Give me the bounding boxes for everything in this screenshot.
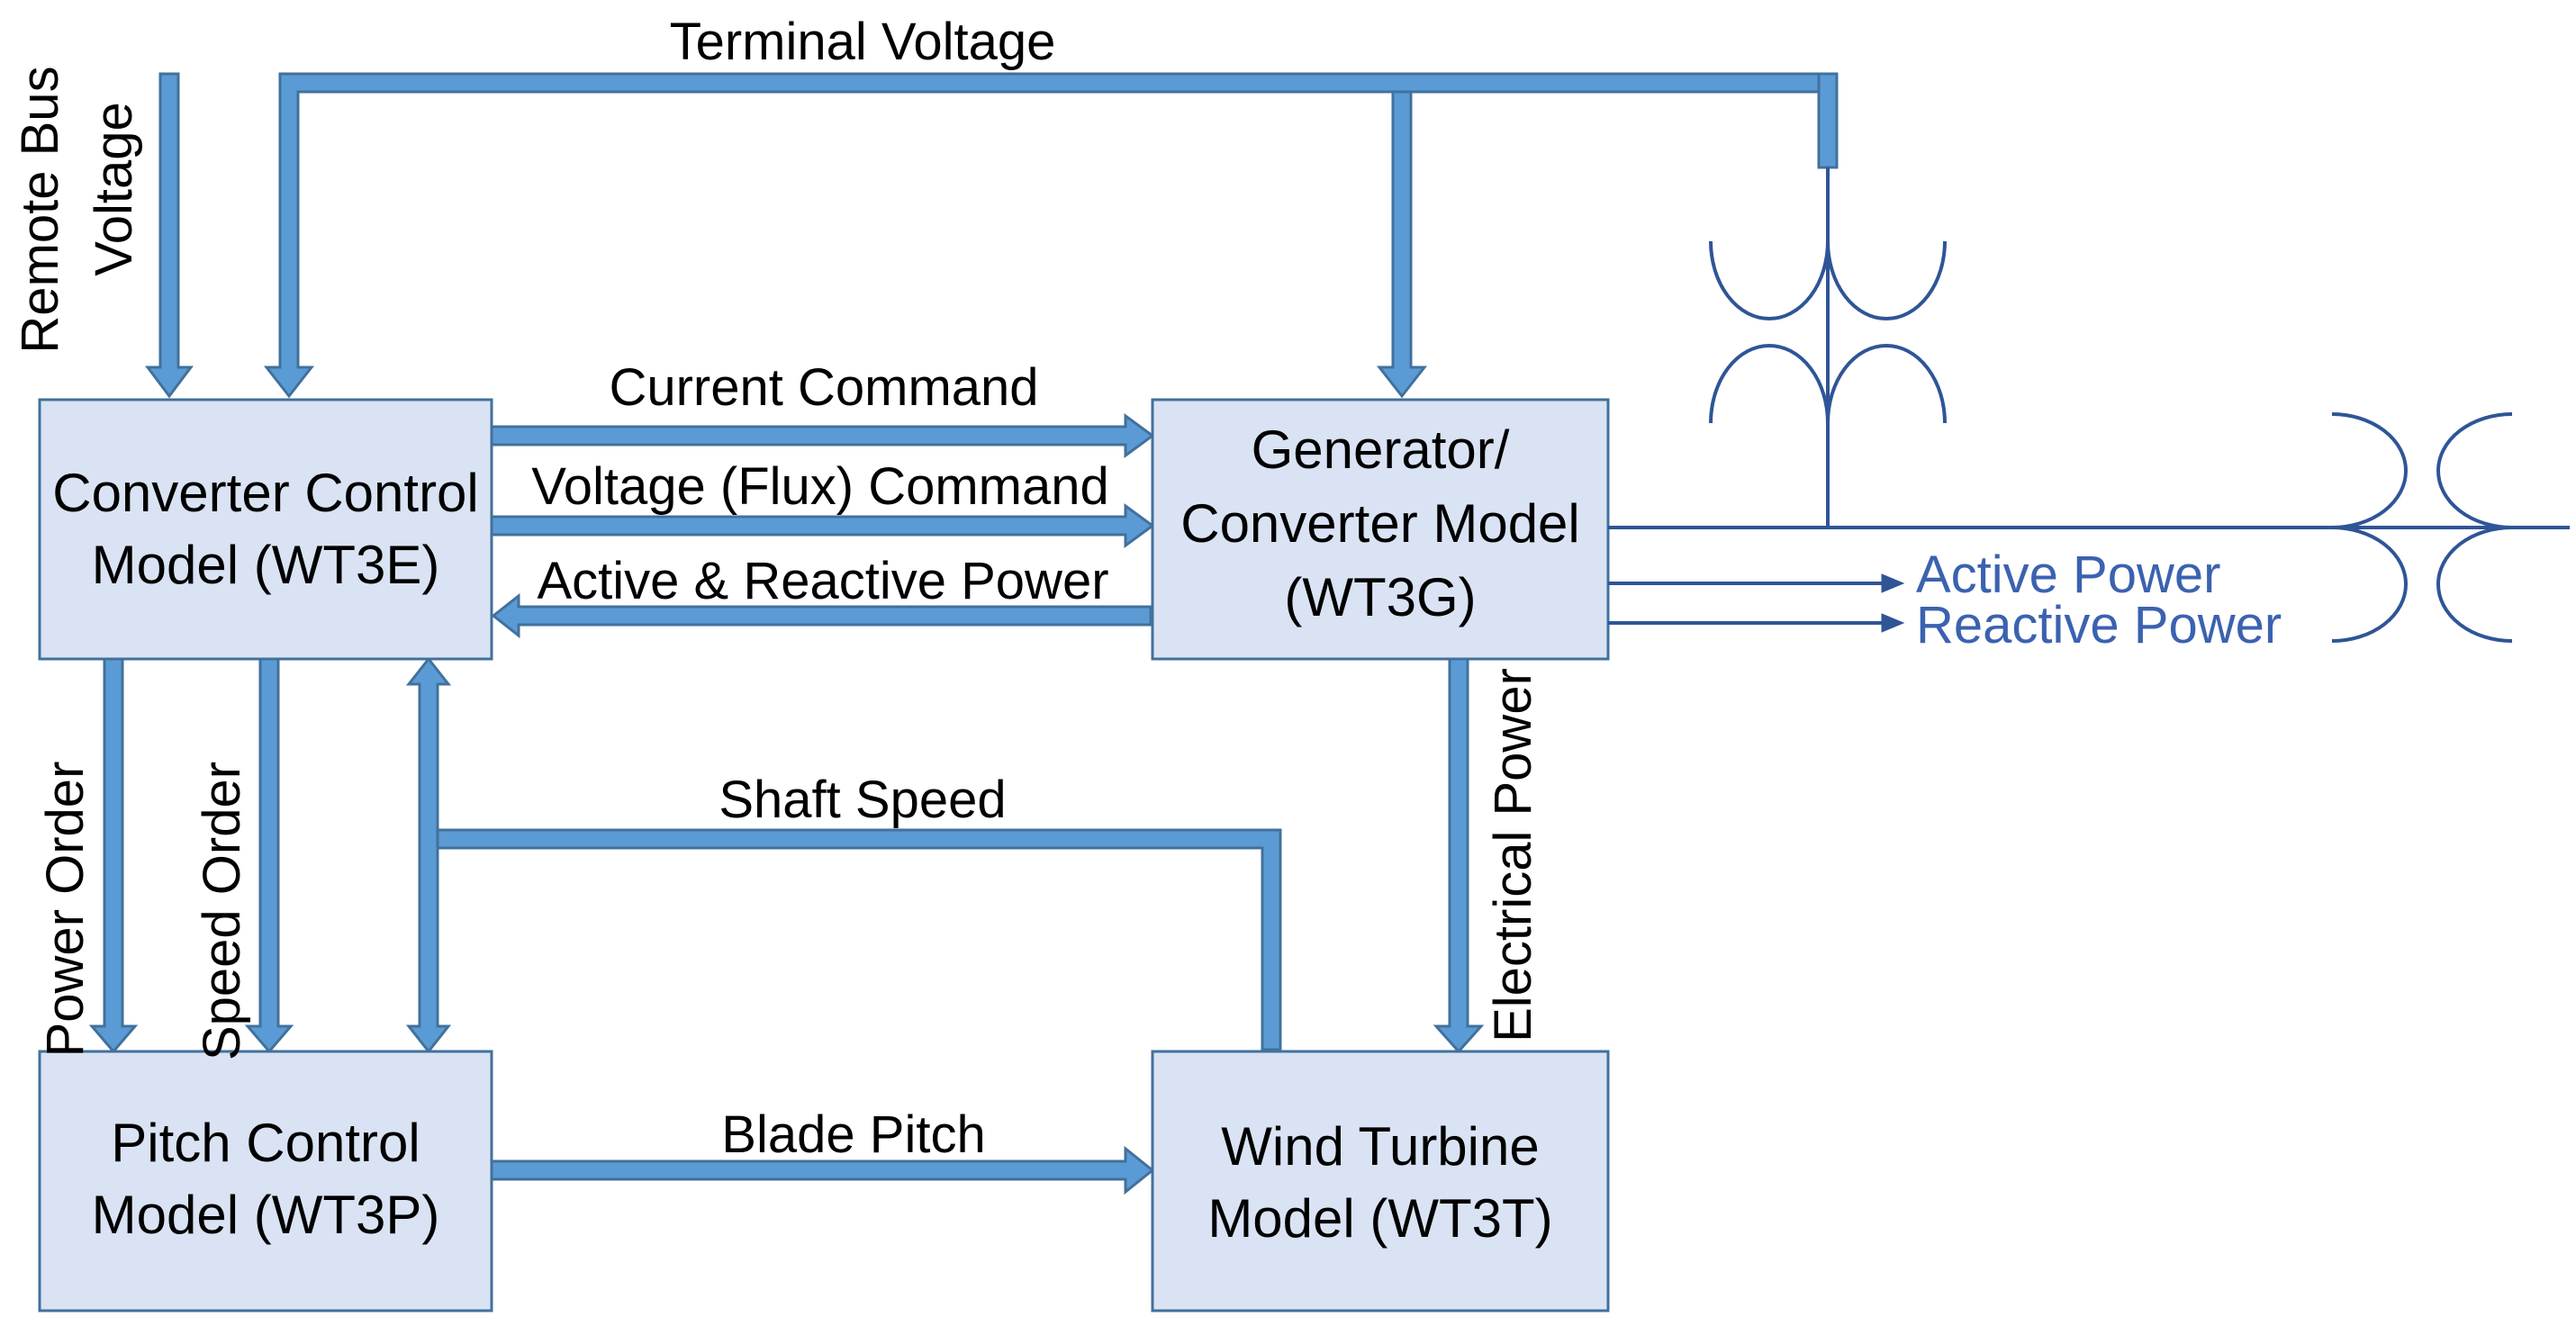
shaft-speed-line (436, 828, 1282, 1051)
power-order-label: Power Order (36, 762, 95, 1058)
wind-turbine-block (1151, 1050, 1610, 1312)
active-reactive-power-label: Active & Reactive Power (537, 552, 1108, 610)
power-order-arrow (88, 657, 139, 1054)
voltage-flux-command-arrow (490, 503, 1155, 548)
terminal-transformer-icon (1709, 240, 1947, 424)
blade-pitch-label: Blade Pitch (721, 1105, 985, 1164)
reactive-power-label: Reactive Power (1916, 596, 2282, 654)
remote-bus-voltage-arrow (145, 72, 194, 399)
generator-label-line3: (WT3G) (1284, 567, 1476, 627)
remote-bus-label-line1: Remote Bus (11, 66, 69, 353)
active-power-output-arrowhead (1881, 573, 1905, 593)
shaft-speed-label: Shaft Speed (719, 771, 1006, 829)
electrical-power-label: Electrical Power (1484, 668, 1542, 1042)
active-power-label: Active Power (1916, 546, 2220, 604)
active-reactive-power-arrow (491, 592, 1152, 639)
generator-converter-block (1151, 398, 1610, 661)
electrical-power-arrow (1433, 657, 1485, 1054)
wind-turbine-label-line1: Wind Turbine (1221, 1116, 1540, 1177)
reactive-power-output-arrowhead (1881, 613, 1905, 633)
pitch-control-block (38, 1050, 493, 1312)
speed-order-label: Speed Order (193, 762, 251, 1060)
generator-label-line1: Generator/ (1252, 419, 1510, 480)
shaft-speed-arrow-vertical (405, 656, 452, 1054)
current-command-arrow (490, 413, 1155, 458)
remote-bus-label-line2: Voltage (85, 102, 143, 276)
speed-order-arrow (244, 657, 294, 1054)
converter-control-label-line1: Converter Control (52, 463, 479, 523)
terminal-voltage-tap (1817, 72, 1839, 169)
terminal-voltage-label: Terminal Voltage (670, 13, 1056, 71)
pitch-control-label-line2: Model (WT3P) (92, 1185, 440, 1245)
terminal-voltage-arrow-to-generator (1376, 90, 1428, 399)
pitch-control-label-line1: Pitch Control (111, 1113, 420, 1173)
voltage-flux-command-label: Voltage (Flux) Command (531, 457, 1108, 516)
blade-pitch-arrow (490, 1145, 1155, 1195)
wind-turbine-label-line2: Model (WT3T) (1207, 1188, 1552, 1249)
terminal-voltage-arrow-to-converter-control (263, 72, 1839, 399)
converter-control-block (38, 398, 493, 661)
generator-label-line2: Converter Model (1180, 493, 1580, 554)
converter-control-label-line2: Model (WT3E) (92, 535, 440, 595)
current-command-label: Current Command (609, 358, 1038, 417)
grid-transformer-icon (2331, 412, 2513, 643)
